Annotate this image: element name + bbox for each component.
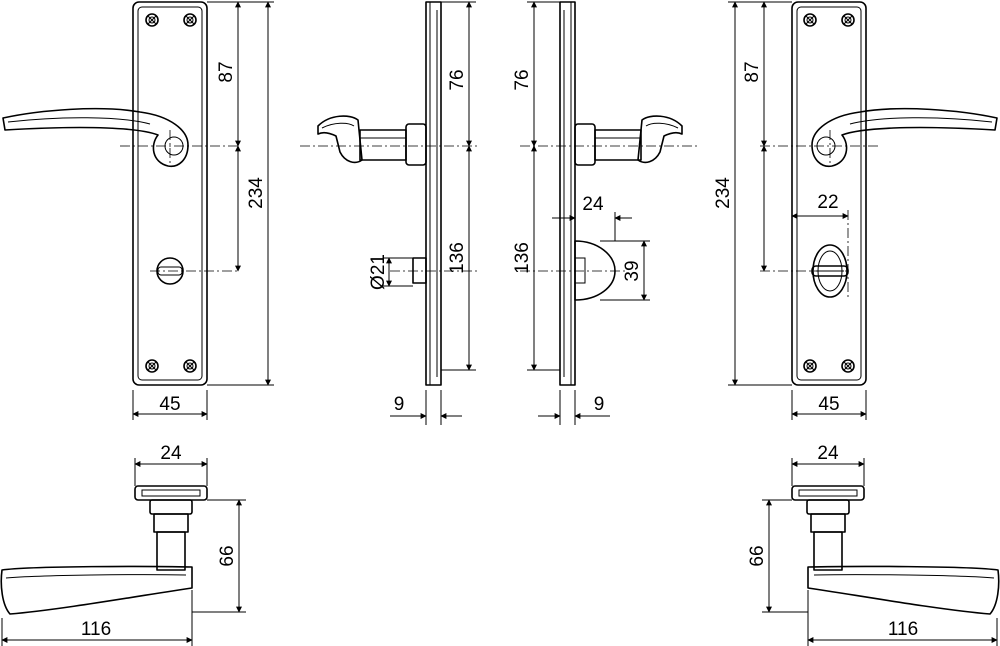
front-right-dim-234: 234	[713, 177, 734, 209]
front-left-dim-width: 45	[159, 394, 180, 415]
front-right-dim-87: 87	[742, 61, 763, 82]
side-view-left: 76 136 Ø21 9	[300, 1, 480, 425]
side-right-dim-9: 9	[594, 394, 605, 415]
side-right-dim-24: 24	[582, 194, 604, 215]
front-right-dim-22: 22	[817, 192, 838, 213]
front-view-left: 87 234 45	[2, 1, 274, 420]
side-left-dim-9: 9	[394, 394, 405, 415]
side-right-dim-39: 39	[622, 260, 643, 281]
side-view-right: 76 136 24 39 9	[512, 1, 700, 425]
side-right-dim-136: 136	[512, 242, 533, 274]
front-left-dim-mid: 234	[246, 177, 267, 209]
top-right-dim-116: 116	[888, 619, 918, 640]
front-view-right: 87 234 22 45	[713, 1, 998, 420]
front-left-dim-87: 87	[216, 61, 237, 82]
top-view-left: 24 66 116	[0, 443, 246, 646]
top-view-right: 24 66 116	[747, 443, 1000, 646]
top-left-dim-116: 116	[81, 619, 111, 640]
top-right-dim-66: 66	[747, 545, 768, 566]
top-right-dim-24: 24	[817, 443, 839, 464]
side-left-dim-136: 136	[447, 242, 468, 274]
top-left-dim-24: 24	[160, 443, 182, 464]
side-left-dim-dia: Ø21	[368, 254, 389, 290]
front-right-dim-width: 45	[818, 394, 839, 415]
side-left-dim-76: 76	[447, 69, 468, 90]
side-right-dim-76: 76	[512, 69, 533, 90]
top-left-dim-66: 66	[217, 545, 238, 566]
